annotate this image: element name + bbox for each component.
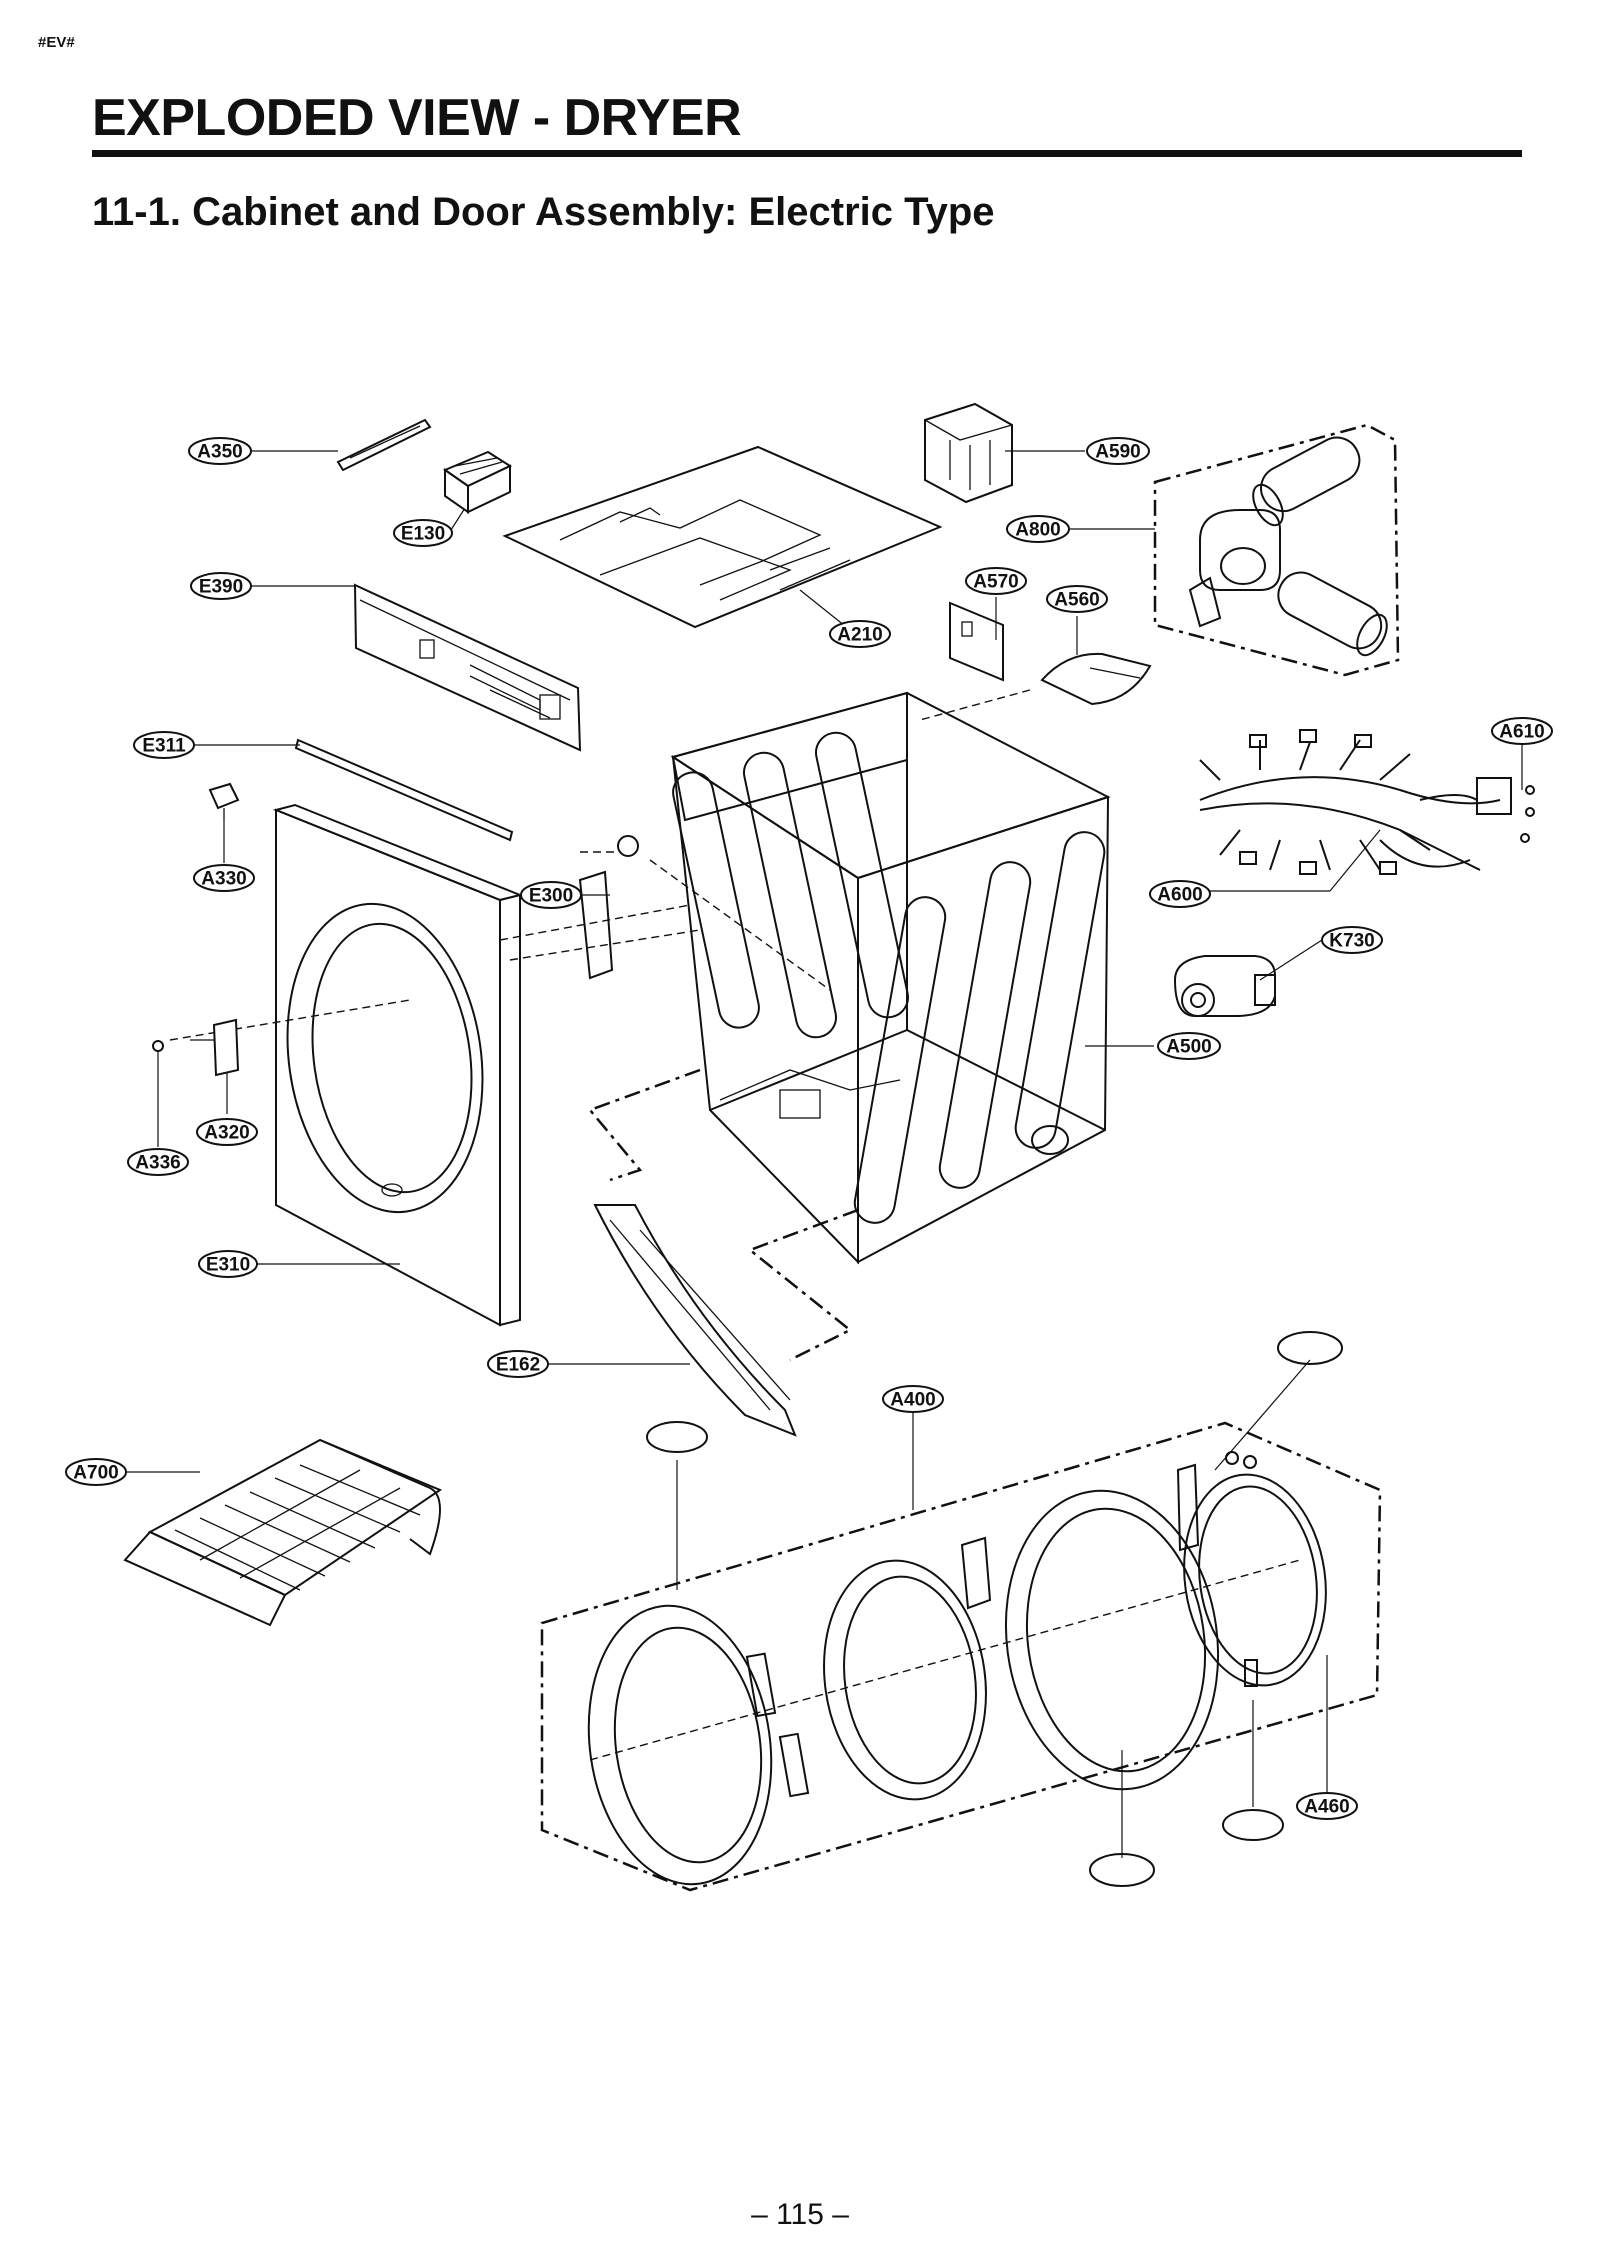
callout-e311-text: E311: [142, 736, 186, 757]
callout-a320: A320: [196, 1118, 258, 1146]
callout-a560-text: A560: [1054, 590, 1099, 611]
leader-lines: [123, 450, 1523, 1858]
callout-a460-text: A460: [1304, 1797, 1349, 1818]
reference-ovals: [646, 1331, 1343, 1887]
callout-a500: A500: [1157, 1032, 1221, 1060]
part-a610-connector: [1476, 777, 1535, 843]
callout-a400: A400: [882, 1385, 944, 1413]
callout-a210: A210: [829, 620, 891, 648]
callout-a560: A560: [1046, 585, 1108, 613]
callout-k730: K730: [1321, 926, 1383, 954]
callout-a600: A600: [1149, 880, 1211, 908]
callout-a610-text: A610: [1499, 722, 1544, 743]
part-e311-strip: [294, 738, 514, 842]
part-a330-clip: [208, 782, 240, 820]
title-rule: [92, 150, 1522, 157]
part-e390-bracket: [353, 583, 582, 752]
callout-a320-text: A320: [204, 1123, 249, 1144]
callout-e300-text: E300: [529, 886, 573, 907]
part-a210-top-plate: [502, 445, 943, 629]
callout-a336: A336: [127, 1148, 189, 1176]
part-a590-cover: [924, 402, 1013, 504]
page-title: EXPLODED VIEW - DRYER: [92, 89, 742, 147]
document-tag: #EV#: [38, 34, 75, 51]
callout-e130: E130: [393, 519, 453, 547]
part-a500-cabinet: [670, 691, 1111, 1265]
part-k730-assembly: [1173, 955, 1276, 1017]
callout-a800: A800: [1006, 515, 1070, 543]
callout-e162-text: E162: [496, 1355, 540, 1376]
callout-e311: E311: [133, 731, 195, 759]
part-a570-plate: [949, 601, 1004, 682]
callout-a336-text: A336: [135, 1153, 180, 1174]
part-a336-screw: [152, 1040, 164, 1052]
part-e310-front-panel: [272, 803, 524, 1327]
callout-a460: A460: [1296, 1792, 1358, 1820]
callout-a590-text: A590: [1095, 442, 1140, 463]
part-a320-switch: [190, 1018, 240, 1077]
callout-a800-text: A800: [1015, 520, 1060, 541]
callout-a350-text: A350: [197, 442, 242, 463]
callout-a570-text: A570: [973, 572, 1018, 593]
part-a700-rack: [123, 1438, 443, 1627]
callout-e390: E390: [190, 572, 252, 600]
callout-e300: E300: [520, 881, 582, 909]
callout-a700: A700: [65, 1458, 127, 1486]
callout-e310-text: E310: [206, 1255, 250, 1276]
callout-a210-text: A210: [837, 625, 882, 646]
parts: [123, 402, 1535, 1892]
callout-a700-text: A700: [73, 1463, 118, 1484]
callout-a570: A570: [965, 567, 1027, 595]
part-e300-hinge: [578, 835, 639, 980]
callout-e130-text: E130: [401, 524, 445, 545]
callout-a350: A350: [188, 437, 252, 465]
callout-a330-text: A330: [201, 869, 246, 890]
callout-a600-text: A600: [1157, 885, 1202, 906]
callout-a500-text: A500: [1166, 1037, 1211, 1058]
part-e162-brace: [593, 1204, 797, 1437]
callout-a330: A330: [193, 864, 255, 892]
callout-a610: A610: [1491, 717, 1553, 745]
callout-e390-text: E390: [199, 577, 243, 598]
section-subtitle: 11-1. Cabinet and Door Assembly: Electri…: [92, 190, 995, 234]
callout-a400-text: A400: [890, 1390, 935, 1411]
callout-a590: A590: [1086, 437, 1150, 465]
part-a400-door-assembly: [540, 1421, 1382, 1892]
part-a600-harness: [1199, 729, 1501, 875]
callout-e162: E162: [487, 1350, 549, 1378]
part-a800-duct-kit: [1153, 423, 1400, 677]
callout-e310: E310: [198, 1250, 258, 1278]
callout-labels: A350 E130 E390 A590 A800 A570 A560 A210 …: [65, 437, 1553, 1820]
part-e130-module: [442, 450, 513, 514]
page-number: – 115 –: [751, 2198, 849, 2231]
part-a560-vent: [1040, 652, 1152, 706]
part-a350-strip: [336, 418, 432, 472]
assembly-guides: [169, 689, 1031, 1362]
callout-k730-text: K730: [1329, 931, 1374, 952]
